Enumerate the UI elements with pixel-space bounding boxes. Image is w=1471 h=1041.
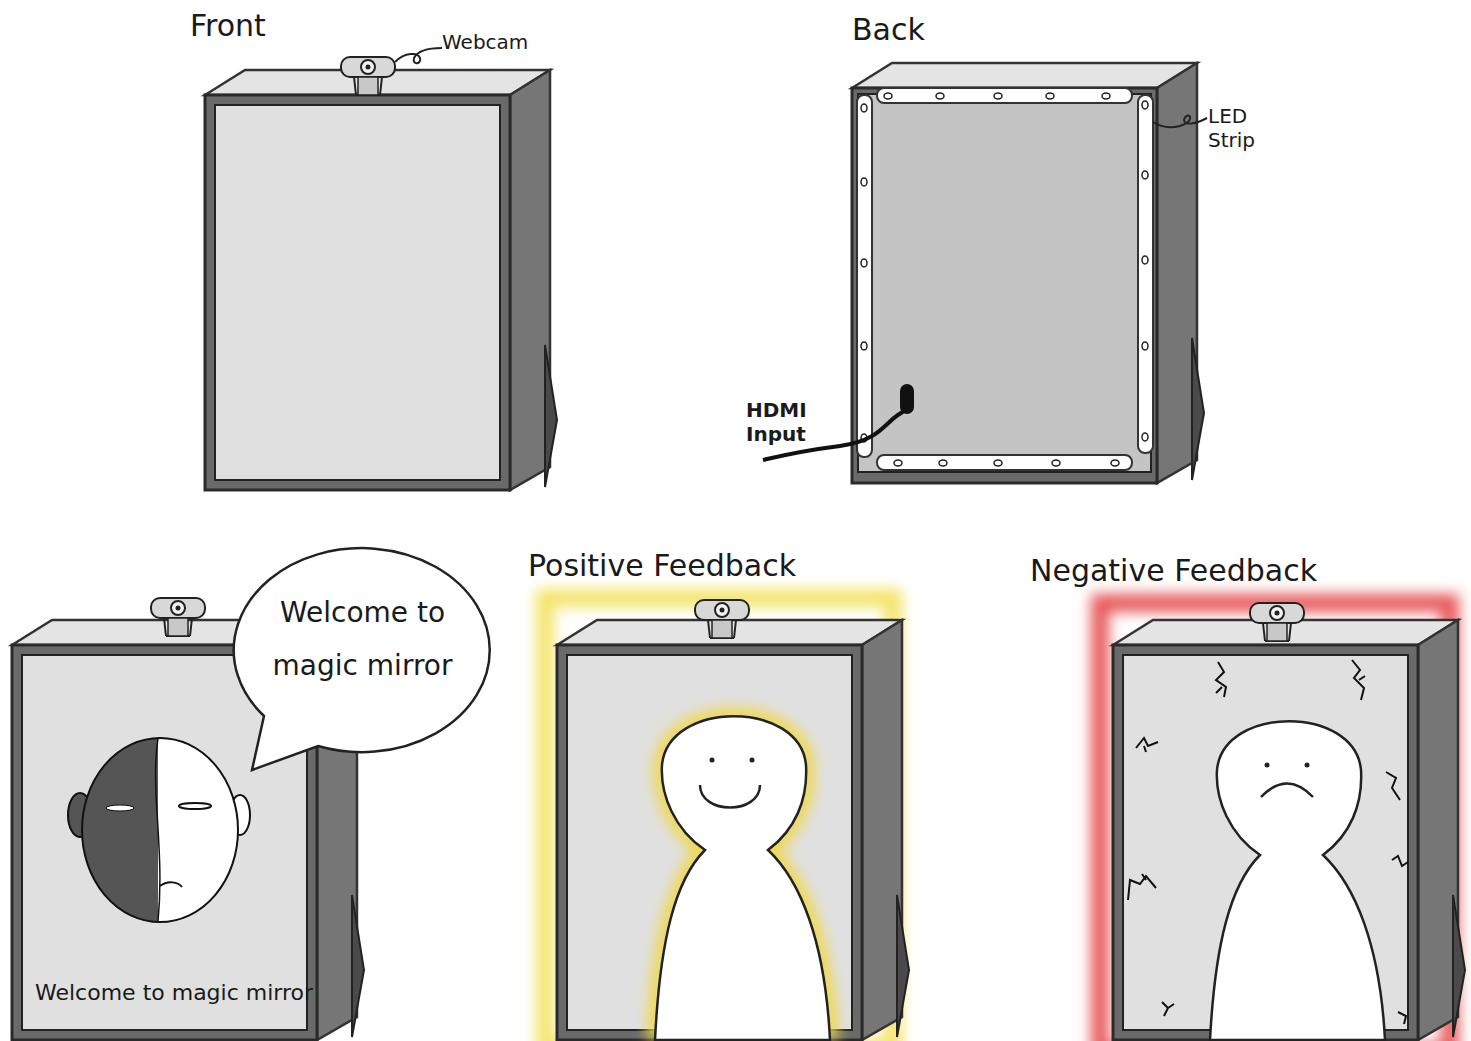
positive-mirror [655, 716, 830, 1040]
front-mirror [341, 57, 395, 95]
front-mirror [205, 48, 557, 490]
crack [1216, 662, 1226, 697]
mask [106, 805, 134, 811]
led [1102, 93, 1110, 99]
panel-heading: Front [190, 8, 330, 44]
mirror-positive: Positive Feedback [557, 645, 865, 1040]
positive-mirror [545, 598, 893, 1041]
front-mirror [205, 70, 557, 490]
speech-bubble: Welcome to magic mirror [232, 548, 492, 753]
negative-mirror [1113, 620, 1465, 1040]
led-strip [877, 455, 1132, 470]
led [861, 259, 867, 267]
negative-mirror [1100, 603, 1450, 1041]
positive-mirror [710, 758, 715, 763]
led [1142, 256, 1148, 264]
crack [1162, 1002, 1174, 1016]
mirror-front: Front [205, 95, 510, 490]
led [939, 460, 947, 466]
part-label: Webcam [442, 30, 552, 54]
led [861, 342, 867, 350]
screen-text: Welcome to magic mirror [35, 980, 327, 1006]
crack [1128, 874, 1156, 900]
led [861, 178, 867, 186]
back-mirror [852, 63, 1204, 483]
part-label: HDMI Input [746, 398, 812, 446]
front-mirror [215, 105, 500, 480]
negative-mirror [1305, 763, 1310, 768]
crack [1398, 1012, 1406, 1024]
back-mirror [763, 63, 1207, 483]
led-strip [877, 88, 1132, 103]
mask [68, 738, 250, 922]
crack [1136, 738, 1158, 752]
led-strip [857, 95, 872, 457]
positive-mirror [750, 758, 755, 763]
negative-mirror [1250, 603, 1304, 641]
led [884, 93, 892, 99]
back-mirror [1153, 116, 1207, 128]
negative-mirror [1100, 603, 1465, 1041]
led [1142, 433, 1148, 441]
mask [82, 738, 158, 922]
led [994, 93, 1002, 99]
mask [160, 882, 182, 887]
led [1142, 171, 1148, 179]
mask [156, 738, 160, 921]
speech-text: Welcome to magic mirror [260, 586, 465, 692]
positive-mirror [655, 716, 830, 1040]
negative-mirror [1261, 784, 1313, 798]
part-label: LED Strip [1208, 104, 1270, 152]
crack [1392, 856, 1408, 866]
led-strip [1138, 95, 1153, 453]
mask [158, 738, 238, 922]
positive-mirror [700, 785, 760, 808]
positive-mirror [695, 600, 749, 638]
led [994, 460, 1002, 466]
negative-mirror [1210, 721, 1385, 1040]
positive-mirror [557, 620, 909, 1040]
panel-heading: Positive Feedback [528, 548, 868, 584]
bubble-outline [234, 548, 490, 770]
led [1046, 93, 1054, 99]
led [1111, 460, 1119, 466]
welcome-mirror [151, 598, 205, 636]
mask [82, 738, 238, 922]
back-mirror [900, 384, 914, 414]
led [894, 460, 902, 466]
panel-heading: Negative Feedback [1030, 553, 1370, 589]
back-mirror [858, 94, 1151, 472]
negative-mirror [1265, 763, 1270, 768]
mirror-back: Back [852, 88, 1160, 478]
crack [1386, 772, 1400, 800]
led [1052, 460, 1060, 466]
crack [1128, 660, 1408, 1024]
led [1142, 342, 1148, 350]
mask [179, 803, 211, 809]
crack [1352, 660, 1365, 700]
led [861, 104, 867, 112]
negative-mirror [1210, 721, 1385, 1040]
led [1142, 101, 1148, 109]
led [936, 93, 944, 99]
panel-heading: Back [852, 12, 992, 48]
positive-mirror [545, 598, 909, 1041]
mirror-negative: Negative Feedback [1113, 645, 1421, 1040]
front-mirror [395, 48, 442, 63]
